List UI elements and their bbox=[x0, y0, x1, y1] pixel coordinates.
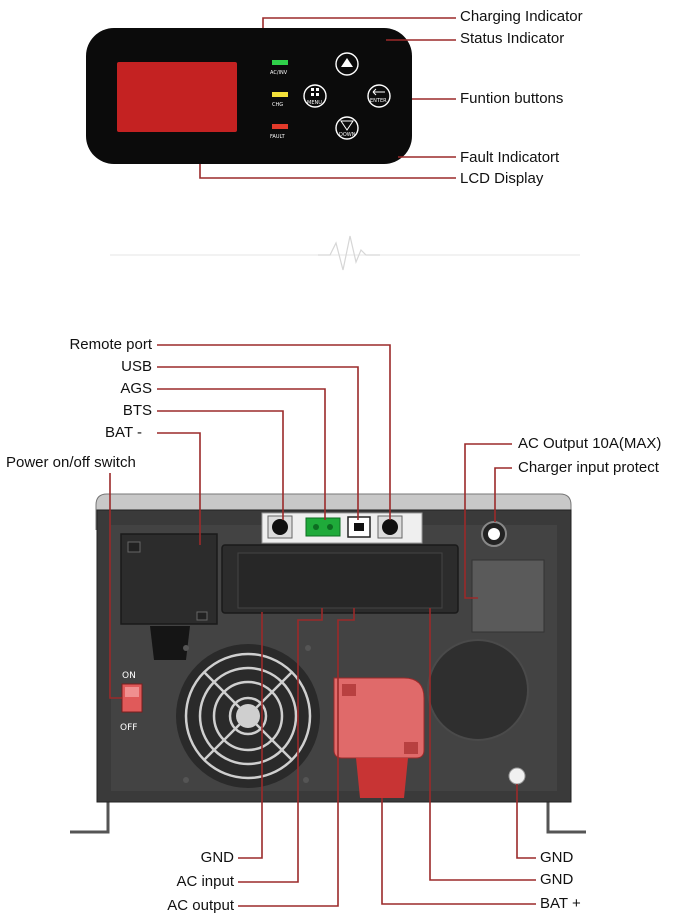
ags-leader-line bbox=[157, 388, 326, 520]
switch-off-text: OFF bbox=[120, 723, 137, 733]
usb-leader-line bbox=[157, 366, 359, 520]
down-text: DOWN bbox=[339, 132, 356, 138]
power-switch-label: Power on/off switch bbox=[6, 454, 136, 471]
lcd-leader-line bbox=[199, 164, 456, 179]
gnd-right-1-label: GND bbox=[540, 849, 574, 866]
down-button[interactable]: DOWN bbox=[335, 116, 359, 140]
ac-output-10a-leader-line bbox=[464, 443, 512, 599]
gnd-left-label: GND bbox=[200, 849, 234, 866]
enter-arrow-icon bbox=[372, 88, 385, 96]
fault-indicator-label: Fault Indicatort bbox=[460, 149, 560, 166]
right-foot bbox=[546, 798, 586, 834]
chg-led bbox=[272, 92, 288, 97]
charging-leader-line bbox=[262, 17, 456, 28]
menu-button[interactable]: MENU bbox=[303, 84, 327, 108]
gnd-left-leader-line bbox=[238, 612, 263, 859]
bat-minus-leader-line bbox=[157, 432, 201, 545]
remote-port bbox=[382, 519, 398, 535]
gnd-screw bbox=[508, 767, 526, 785]
pulse-icon bbox=[318, 235, 380, 271]
enter-text: ENTER bbox=[370, 98, 387, 104]
bat-plus-cable bbox=[356, 758, 408, 798]
ac-input-label: AC input bbox=[176, 873, 234, 890]
bat-plus-label: BAT + bbox=[540, 895, 581, 912]
function-buttons-label: Funtion buttons bbox=[460, 90, 564, 107]
inverter-unit: ON OFF bbox=[70, 493, 586, 834]
chg-text: CHG bbox=[272, 102, 283, 108]
gnd-right-1-leader-line bbox=[516, 784, 536, 859]
ags-connector bbox=[305, 517, 341, 537]
bat-minus-label: BAT - bbox=[105, 424, 142, 441]
remote-port-label: Remote port bbox=[69, 336, 152, 353]
ac-output-socket bbox=[471, 559, 545, 633]
usb-label: USB bbox=[121, 358, 152, 375]
charging-indicator-label: Charging Indicator bbox=[460, 8, 583, 25]
ac-output-leader-line bbox=[238, 608, 355, 907]
top-leader-lines bbox=[199, 17, 456, 179]
menu-text: MENU bbox=[307, 100, 322, 106]
section-divider bbox=[110, 235, 580, 271]
enter-button[interactable]: ENTER bbox=[367, 84, 391, 108]
control-panel: AC/INV CHG FAULT MENU ENTER DOWN bbox=[86, 28, 412, 164]
fault-text: FAULT bbox=[270, 134, 286, 140]
ac-inv-led bbox=[272, 60, 288, 65]
ags-label: AGS bbox=[120, 380, 152, 397]
bts-label: BTS bbox=[122, 402, 152, 419]
bat-plus-leader-line bbox=[381, 798, 536, 905]
ac-output-label: AC output bbox=[167, 897, 234, 914]
up-button[interactable] bbox=[335, 52, 359, 76]
bts-leader-line bbox=[157, 410, 284, 520]
power-switch-leader-line bbox=[109, 473, 122, 699]
bat-plus-terminal bbox=[333, 677, 425, 759]
ac-inv-text: AC/INV bbox=[270, 70, 288, 76]
lcd-screen bbox=[117, 62, 237, 132]
bat-minus-cable bbox=[150, 626, 190, 660]
down-arrow-icon bbox=[340, 120, 354, 131]
charger-input-protect-label: Charger input protect bbox=[518, 459, 659, 476]
charger-protect-leader-line bbox=[494, 467, 512, 522]
menu-icon bbox=[311, 88, 314, 91]
gnd-right-2-leader-line bbox=[429, 608, 536, 881]
switch-on-text: ON bbox=[122, 671, 136, 681]
ac-output-10a-label: AC Output 10A(MAX) bbox=[518, 435, 662, 452]
remote-port-leader-line bbox=[157, 344, 391, 520]
bts-port bbox=[272, 519, 288, 535]
unit-leader-lines bbox=[109, 344, 536, 907]
lcd-display-label: LCD Display bbox=[460, 170, 544, 187]
left-foot bbox=[70, 798, 110, 834]
fault-led bbox=[272, 124, 288, 129]
up-arrow-icon bbox=[341, 58, 353, 67]
gnd-right-2-label: GND bbox=[540, 871, 574, 888]
ac-input-leader-line bbox=[238, 608, 323, 883]
status-indicator-label: Status Indicator bbox=[460, 30, 565, 47]
fan-right bbox=[427, 639, 529, 741]
